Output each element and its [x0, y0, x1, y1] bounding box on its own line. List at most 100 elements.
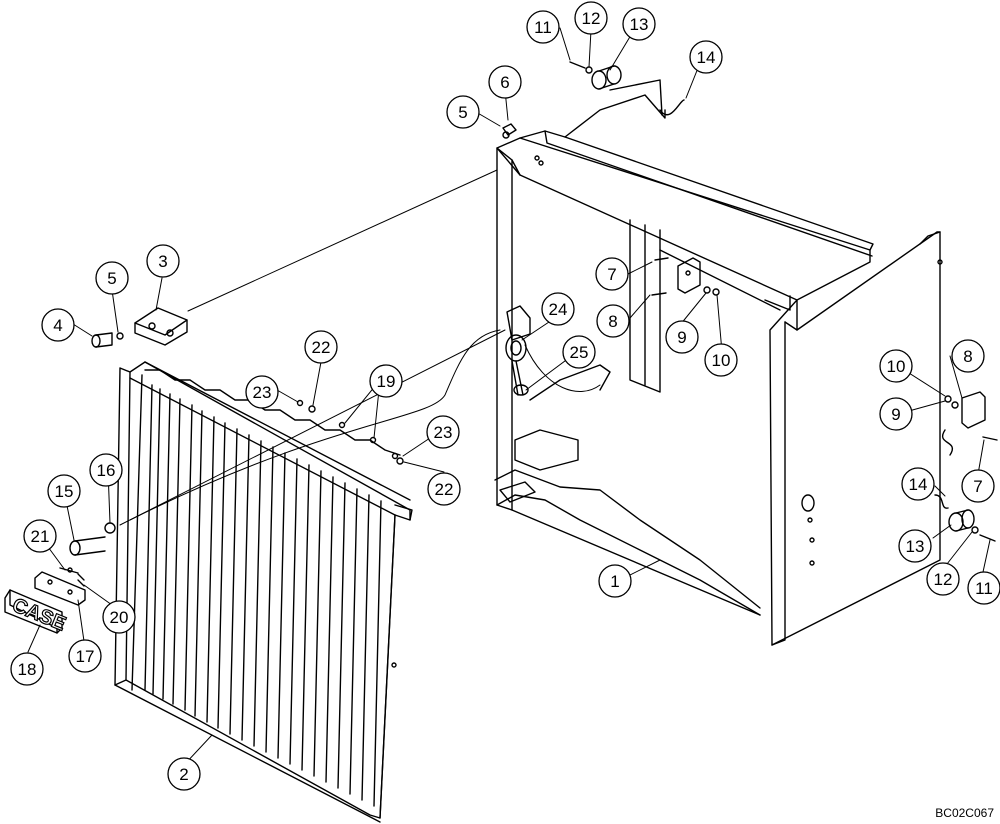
drawing-id: BC02C067 — [935, 806, 994, 820]
callout-number: 8 — [608, 312, 617, 331]
callout-14-top: 14 — [689, 40, 723, 74]
callout-11-top: 11 — [526, 10, 560, 44]
callout-number: 25 — [570, 343, 589, 362]
callout-23-right: 23 — [426, 415, 460, 449]
callout-20: 20 — [102, 600, 136, 634]
callout-number: 21 — [31, 527, 50, 546]
callout-10-right: 10 — [879, 349, 913, 383]
nut-10-right — [951, 401, 959, 409]
callout-number: 9 — [677, 328, 686, 347]
callout-3: 3 — [146, 244, 180, 278]
cable-right — [942, 429, 953, 456]
pin-11-top — [569, 61, 586, 69]
clip-19a — [338, 421, 346, 429]
callouts: 11 12 13 14 6 5 3 5 4 7 8 9 10 24 25 22 … — [10, 1, 1000, 791]
callout-15: 15 — [47, 474, 81, 508]
clip-19b — [369, 436, 377, 444]
wire-14-top — [659, 99, 685, 116]
callout-number: 13 — [630, 15, 649, 34]
leader-lines — [27, 27, 991, 766]
callout-24: 24 — [541, 292, 575, 326]
callout-5-left: 5 — [95, 261, 129, 295]
emblem-text: CASE — [9, 594, 69, 635]
washer-12-right — [971, 526, 979, 534]
callout-number: 2 — [179, 765, 188, 784]
screw-7-right — [982, 436, 998, 441]
callout-16: 16 — [89, 453, 123, 487]
callout-number: 5 — [458, 103, 467, 122]
callout-4: 4 — [41, 308, 75, 342]
callout-number: 20 — [110, 608, 129, 627]
callout-number: 22 — [312, 338, 331, 357]
callout-number: 1 — [610, 572, 619, 591]
callout-number: 16 — [97, 461, 116, 480]
callout-14-right: 14 — [901, 467, 935, 501]
callout-number: 17 — [76, 647, 95, 666]
callout-number: 13 — [906, 537, 925, 556]
nut-6 — [502, 123, 517, 139]
callout-25: 25 — [562, 335, 596, 369]
callout-number: 18 — [18, 660, 37, 679]
callout-number: 4 — [53, 316, 62, 335]
callout-6: 6 — [488, 65, 522, 99]
callout-5-top: 5 — [446, 95, 480, 129]
bushing-13-right — [948, 509, 975, 532]
callout-1: 1 — [598, 564, 632, 598]
callout-number: 12 — [582, 9, 601, 28]
washer-9-left — [703, 286, 711, 294]
screw-7-left — [651, 257, 669, 296]
callout-10-left: 10 — [704, 343, 738, 377]
callout-number: 19 — [377, 372, 396, 391]
callout-number: 10 — [887, 357, 906, 376]
bracket-3 — [134, 307, 188, 346]
callout-7-right: 7 — [961, 469, 995, 503]
callout-number: 15 — [55, 482, 74, 501]
screw-20 — [59, 567, 85, 587]
callout-12-top: 12 — [574, 1, 608, 35]
callout-number: 14 — [697, 48, 716, 67]
emblem-18 — [4, 589, 63, 634]
callout-17: 17 — [68, 639, 102, 673]
callout-13-top: 13 — [622, 7, 656, 41]
callout-7-left: 7 — [595, 257, 629, 291]
callout-22-top: 22 — [304, 330, 338, 364]
callout-22-right: 22 — [427, 472, 461, 506]
grille — [114, 361, 413, 823]
callout-number: 12 — [934, 570, 953, 589]
callout-8-right: 8 — [951, 339, 985, 373]
callout-number: 7 — [607, 265, 616, 284]
cover-8-left — [677, 257, 701, 294]
emblem-bracket-17 — [34, 571, 86, 606]
callout-18: 18 — [10, 652, 44, 686]
bolt-15 — [69, 536, 106, 556]
callout-number: 11 — [534, 18, 552, 37]
callout-12-right: 12 — [926, 562, 960, 596]
wire-14-right — [934, 494, 949, 509]
callout-number: 10 — [712, 351, 731, 370]
callout-13-right: 13 — [898, 529, 932, 563]
cover-8-right — [961, 391, 986, 429]
pin-11-right — [979, 534, 996, 542]
washer-16 — [104, 522, 116, 534]
mounting-bracket — [506, 305, 531, 341]
callout-number: 8 — [963, 347, 972, 366]
callout-number: 22 — [435, 480, 454, 499]
callout-number: 11 — [975, 579, 993, 598]
callout-11-right: 11 — [967, 571, 1000, 605]
nut-10-left — [712, 288, 720, 296]
washer-22-right — [396, 457, 404, 465]
bolt-4 — [91, 332, 113, 348]
callout-number: 24 — [549, 300, 568, 319]
callout-number: 9 — [891, 405, 900, 424]
callout-9-left: 9 — [665, 320, 699, 354]
callout-number: 6 — [500, 73, 509, 92]
frame-assembly — [494, 79, 943, 646]
washer-12-top — [585, 66, 593, 74]
nut-21 — [67, 567, 73, 573]
callout-2: 2 — [167, 757, 201, 791]
callout-number: 7 — [973, 477, 982, 496]
spacer-25 — [513, 384, 529, 396]
callout-23-top: 23 — [245, 375, 279, 409]
bushing-13-top — [591, 65, 622, 90]
